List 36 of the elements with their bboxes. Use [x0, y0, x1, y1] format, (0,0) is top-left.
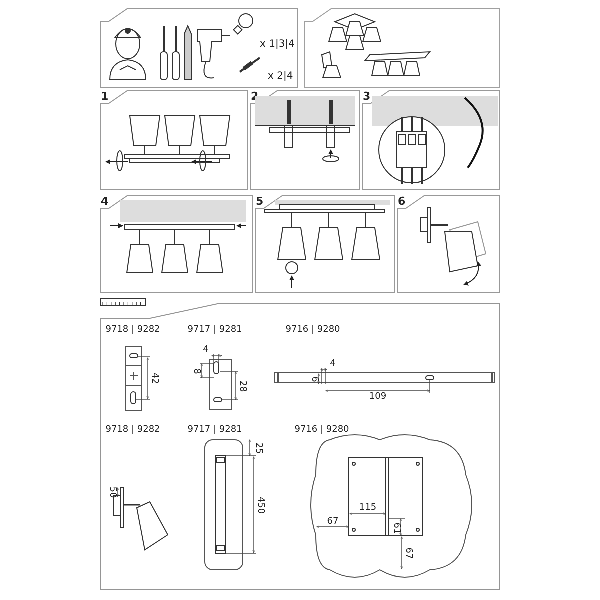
step-number: 4: [101, 196, 109, 207]
model-number: 9716 | 9280: [294, 426, 350, 435]
dimension-value: 115: [359, 504, 377, 513]
model-number: 9717 | 9281: [188, 426, 242, 435]
step-panel: [100, 195, 253, 293]
step-number: 6: [398, 196, 406, 207]
model-number: 9718 | 9282: [106, 426, 160, 435]
step-panel: [250, 90, 360, 190]
dimensions-panel: [100, 303, 500, 590]
quantity-label: x 2|4: [268, 72, 294, 82]
dimension-value: 28: [238, 380, 246, 392]
model-number: 9716 | 9280: [286, 326, 340, 335]
step-panel: [255, 195, 395, 293]
step-panel: [362, 90, 500, 190]
step-number: 5: [256, 196, 264, 207]
dimension-value: 6: [310, 376, 318, 382]
dimension-value: 61: [392, 522, 400, 534]
model-number: 9718 | 9282: [106, 326, 160, 335]
dimension-value: 4: [330, 360, 336, 369]
dimension-value: 25: [254, 442, 262, 454]
dimension-value: 67: [404, 548, 412, 560]
step-number: 1: [101, 91, 109, 102]
dimension-value: 50: [108, 486, 116, 498]
dimension-value: 67: [327, 518, 339, 527]
model-number: 9717 | 9281: [188, 326, 242, 335]
dimension-value: 42: [150, 372, 158, 384]
product-panel: [304, 8, 500, 88]
step-panel: [100, 90, 248, 190]
dimension-value: 450: [256, 496, 264, 514]
step-panel: [397, 195, 500, 293]
tools-panel: [100, 8, 298, 88]
step-number: 3: [363, 91, 371, 102]
quantity-label: x 1|3|4: [260, 40, 295, 50]
dimension-value: 8: [192, 368, 200, 374]
dimension-value: 4: [203, 346, 209, 355]
dimension-value: 109: [369, 393, 387, 402]
